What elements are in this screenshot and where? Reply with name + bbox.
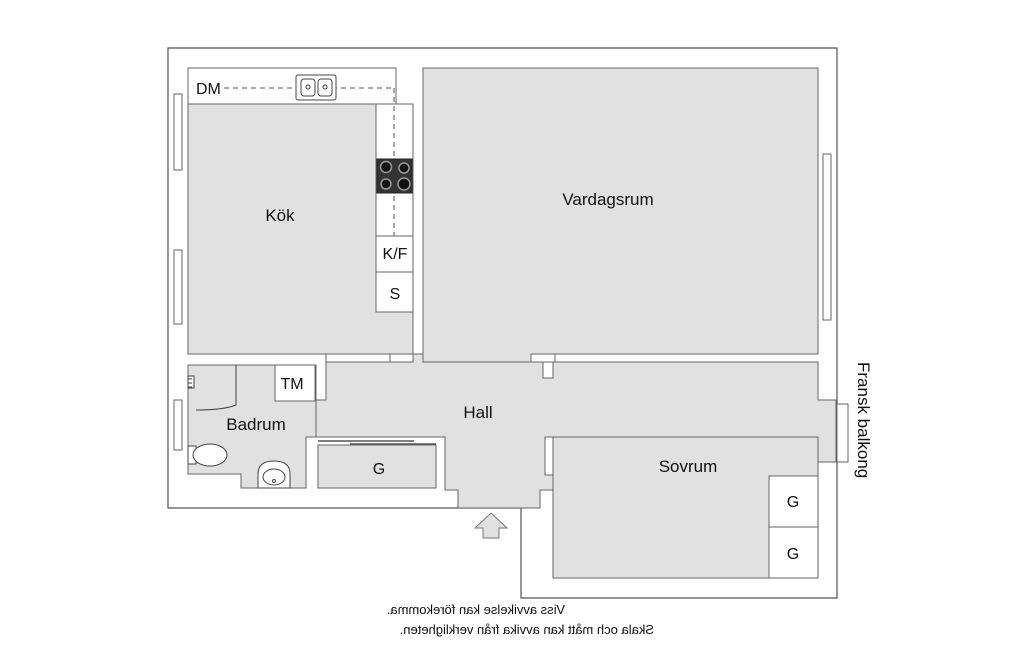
label-dishwasher: DM: [196, 81, 221, 98]
window-kitchen-2: [173, 249, 183, 325]
sink-icon: [295, 74, 337, 101]
cabinet-s: [375, 271, 414, 313]
toilet-icon: [187, 443, 228, 467]
label-hall-wardrobe: G: [373, 461, 385, 478]
hall-wardrobe: [317, 444, 437, 489]
window-living: [822, 153, 832, 321]
washbasin-icon: [257, 460, 291, 489]
label-bedroom-wardrobe-2: G: [787, 546, 799, 563]
room-label-kitchen: Kök: [265, 206, 295, 225]
bedroom-wardrobe-2: [768, 526, 819, 579]
label-cabinet: S: [390, 286, 401, 303]
living-room-floor: [422, 67, 819, 363]
room-label-hall: Hall: [463, 403, 492, 422]
disclaimer-line-1: Viss avvikelse kan förekomma.: [387, 602, 565, 617]
room-label-bathroom: Badrum: [226, 415, 286, 434]
disclaimer-line-2: Skala och mått kan avvika från verklighe…: [400, 622, 654, 637]
bedroom-wardrobe-1: [768, 475, 819, 528]
label-french-balcony: Fransk balkong: [854, 362, 873, 478]
label-bedroom-wardrobe-1: G: [787, 494, 799, 511]
label-fridge-freezer: K/F: [383, 246, 408, 263]
window-bathroom: [173, 399, 183, 451]
room-label-bedroom: Sovrum: [659, 457, 718, 476]
label-washer: TM: [280, 376, 303, 393]
stove-icon: [376, 158, 413, 194]
french-balcony: [836, 403, 849, 463]
kitchen-counter: [187, 67, 397, 105]
washer: [274, 364, 316, 402]
room-label-living: Vardagsrum: [562, 190, 653, 209]
shower-icon: [187, 365, 237, 411]
entrance-arrow-icon: [473, 512, 509, 539]
window-kitchen-1: [173, 93, 183, 171]
